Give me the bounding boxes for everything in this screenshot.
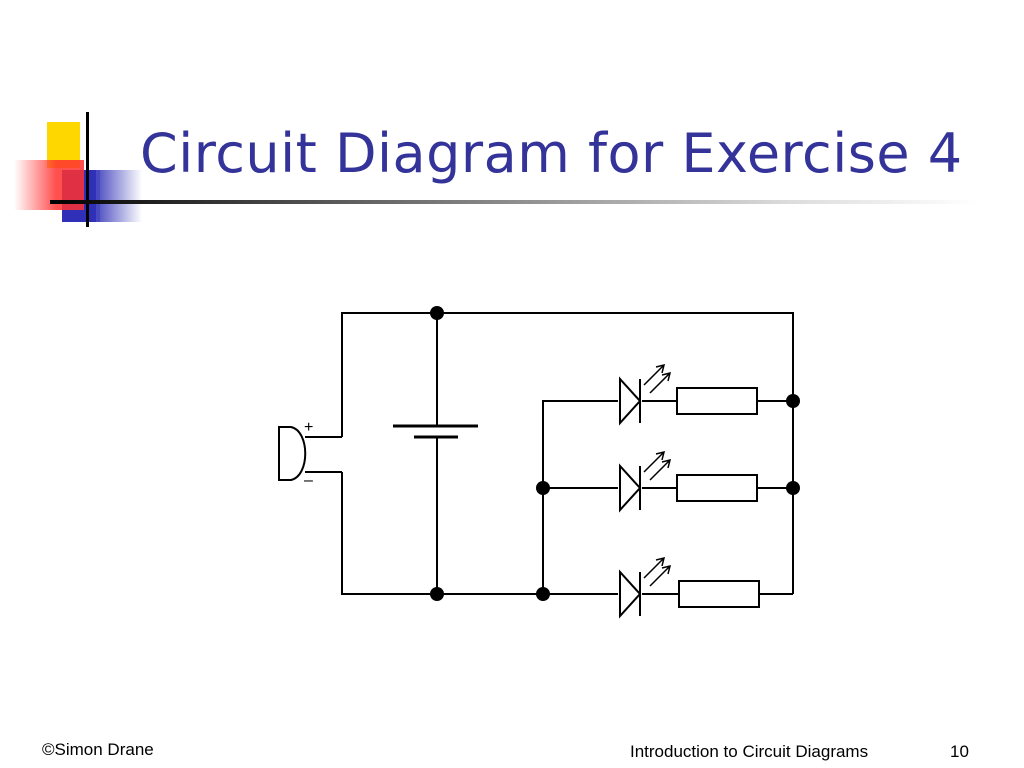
led-2 — [619, 450, 672, 513]
wire-bottom — [341, 472, 618, 595]
led-1 — [619, 363, 672, 426]
led-3 — [619, 556, 672, 619]
logo-vertical-line — [86, 112, 89, 227]
slide-title: Circuit Diagram for Exercise 4 — [140, 122, 963, 185]
junction-top — [430, 306, 444, 320]
junction-right-2 — [786, 481, 800, 495]
cell-symbol — [393, 424, 478, 439]
resistor-1 — [676, 387, 758, 415]
junction-middle-bus — [536, 481, 550, 495]
buzzer-symbol — [278, 426, 307, 481]
footer-copyright: ©Simon Drane — [42, 740, 154, 759]
buzzer-positive-label: + — [304, 419, 313, 436]
footer-page-number: 10 — [950, 742, 969, 761]
junction-bottom-left — [430, 587, 444, 601]
buzzer-negative-label: – — [304, 472, 313, 489]
wire-led-bus — [542, 400, 618, 594]
title-underline-rule — [50, 200, 980, 204]
footer-presentation-title: Introduction to Circuit Diagrams — [630, 742, 869, 761]
junction-bottom-bus — [536, 587, 550, 601]
resistor-2 — [676, 474, 758, 502]
wire-top — [341, 312, 794, 594]
junction-right-1 — [786, 394, 800, 408]
logo-blue-fade — [96, 170, 142, 222]
corner-logo-decoration — [0, 100, 980, 230]
resistor-3 — [678, 580, 760, 608]
